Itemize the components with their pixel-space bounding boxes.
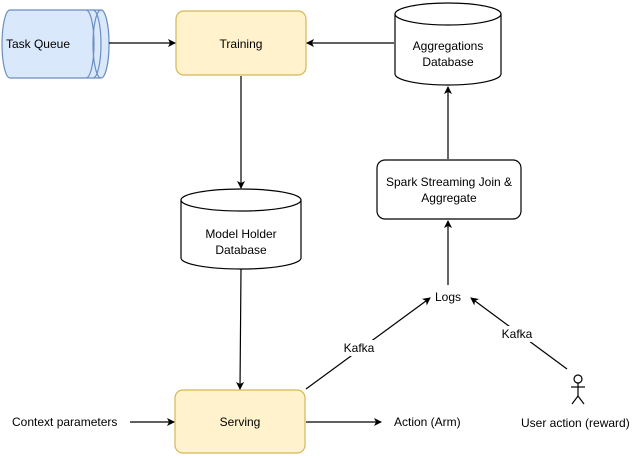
stick-figure-icon	[571, 374, 585, 405]
training-node: Training	[175, 10, 307, 76]
edge-modelholder-to-serving	[236, 268, 245, 390]
model-holder-database-label-line1: Model Holder	[205, 227, 276, 241]
serving-node: Serving	[174, 389, 306, 454]
spark-streaming-label-line1: Spark Streaming Join &	[386, 175, 512, 189]
aggregations-database-node: Aggregations Database	[394, 2, 502, 86]
task-queue-label: Task Queue	[6, 37, 70, 51]
user-action-label: User action (reward)	[521, 416, 630, 430]
logs-label: Logs	[435, 290, 461, 304]
kafka-label-left: Kafka	[344, 341, 375, 355]
spark-streaming-node: Spark Streaming Join & Aggregate	[376, 159, 522, 220]
model-holder-database-label-line2: Database	[215, 243, 267, 257]
model-holder-database-node: Model Holder Database	[180, 188, 302, 270]
action-arm-label: Action (Arm)	[394, 415, 461, 429]
context-parameters-label: Context parameters	[12, 415, 117, 429]
serving-label: Serving	[220, 415, 261, 429]
training-label: Training	[220, 37, 263, 51]
task-queue-node: Task Queue	[1, 9, 110, 79]
aggregations-database-label-line2: Database	[422, 55, 474, 69]
kafka-label-right: Kafka	[502, 327, 533, 341]
aggregations-database-label-line1: Aggregations	[413, 39, 484, 53]
spark-streaming-label-line2: Aggregate	[421, 191, 477, 205]
